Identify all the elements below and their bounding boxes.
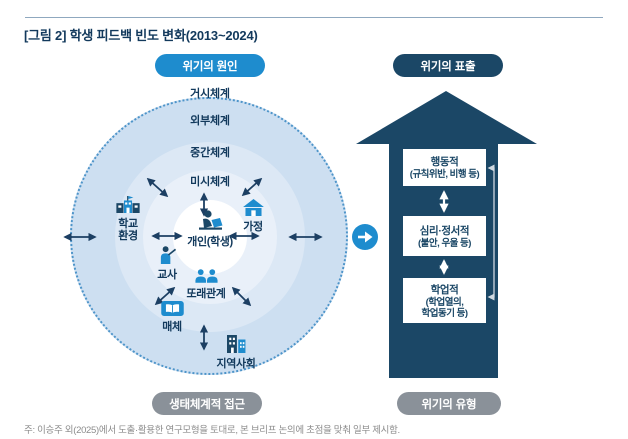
pill-crisis-expression: 위기의 표출 — [393, 54, 503, 77]
node-peers: 또래관계 — [180, 269, 232, 300]
crisis-box-psycho-emotional-title: 심리·정서적 — [419, 224, 470, 237]
pill-crisis-type-label: 위기의 유형 — [421, 398, 477, 411]
ring-label-macrosystem: 거시체계 — [190, 88, 230, 100]
right-arrow-icon — [358, 231, 373, 243]
footnote: 주: 이승주 외(2025)에서 도출·활용한 연구모형을 토대로, 본 브리프… — [24, 425, 400, 436]
media-icon — [160, 301, 184, 316]
peers-icon — [194, 269, 218, 283]
crisis-box-academic-detail: (학업열의, 학업동기 등) — [421, 296, 468, 320]
top-divider — [25, 17, 603, 18]
crisis-box-academic: 학업적 (학업열의, 학업동기 등) — [402, 277, 487, 324]
school-icon — [116, 196, 140, 213]
teacher-icon — [160, 246, 176, 264]
crisis-box-behavioral: 행동적 (규칙위반, 비행 등) — [402, 148, 487, 187]
pill-ecological-approach: 생태체계적 접근 — [152, 392, 262, 415]
crisis-box-behavioral-title: 행동적 — [430, 156, 459, 169]
node-individual: 개인(학생) — [183, 210, 237, 248]
node-media: 매체 — [152, 301, 192, 333]
figure-title: [그림 2] 학생 피드백 빈도 변화(2013~2024) — [24, 28, 258, 43]
pill-ecological-approach-label: 생태체계적 접근 — [169, 398, 245, 411]
pill-crisis-cause: 위기의 원인 — [155, 54, 265, 77]
community-icon — [227, 335, 246, 353]
ring-label-mesosystem: 중간체계 — [190, 147, 230, 159]
node-individual-label: 개인(학생) — [187, 236, 233, 248]
student-at-laptop-icon — [199, 210, 223, 230]
node-family: 가정 — [232, 199, 274, 233]
crisis-box-psycho-emotional: 심리·정서적 (불안, 우울 등) — [402, 215, 487, 257]
ring-label-microsystem: 미시체계 — [190, 176, 230, 188]
node-community: 지역사회 — [210, 335, 262, 370]
crisis-box-behavioral-detail: (규칙위반, 비행 등) — [409, 169, 480, 181]
pill-crisis-type: 위기의 유형 — [397, 392, 501, 415]
ring-label-exosystem: 외부체계 — [190, 115, 230, 127]
node-peers-label: 또래관계 — [186, 288, 226, 300]
node-school: 학교 환경 — [104, 196, 152, 242]
node-family-label: 가정 — [243, 221, 263, 233]
pill-crisis-cause-label: 위기의 원인 — [182, 60, 238, 73]
node-teacher-label: 교사 — [157, 269, 177, 281]
transition-arrow-badge — [352, 224, 378, 250]
node-community-label: 지역사회 — [216, 358, 256, 370]
node-media-label: 매체 — [162, 321, 182, 333]
crisis-box-psycho-emotional-detail: (불안, 우울 등) — [418, 237, 471, 249]
node-school-label: 학교 환경 — [118, 218, 138, 242]
node-teacher: 교사 — [147, 246, 187, 281]
home-icon — [242, 199, 264, 216]
pill-crisis-expression-label: 위기의 표출 — [420, 60, 476, 73]
crisis-box-academic-title: 학업적 — [430, 283, 459, 296]
